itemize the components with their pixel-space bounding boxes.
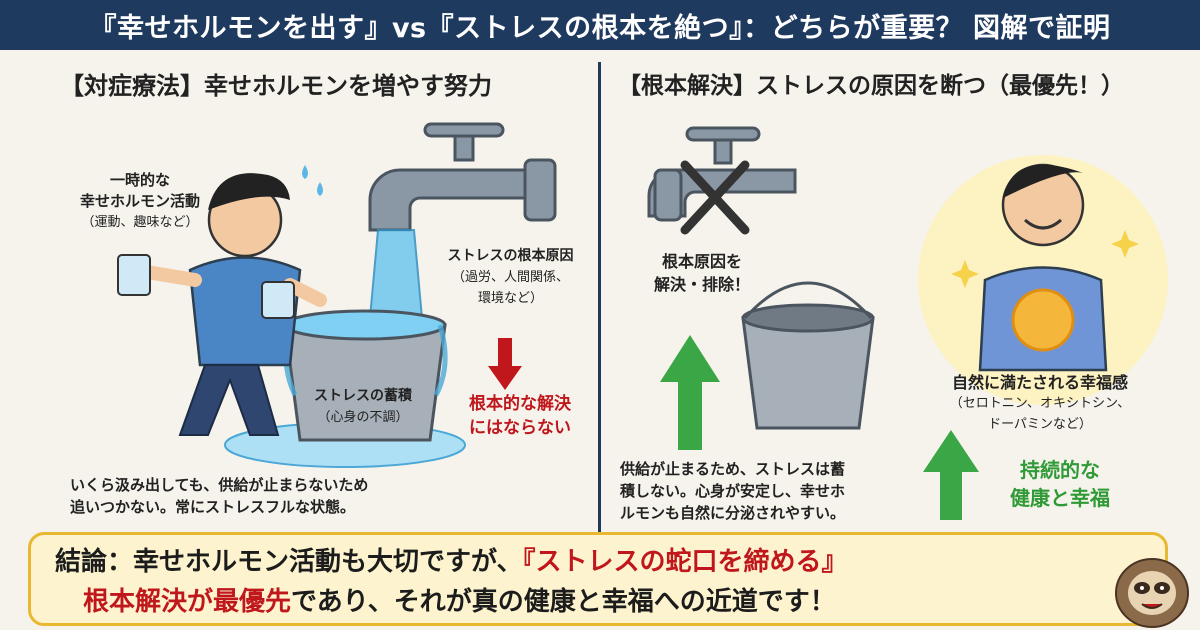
root-cause-label: ストレスの根本原因 （過労、人間関係、 環境など） — [447, 248, 574, 306]
happy-person-icon — [978, 163, 1108, 372]
temp-activity-label: 一時的な 幸せホルモン活動 （運動、趣味など） — [79, 171, 200, 230]
left-body-text: いくら汲み出しても、供給が止まらないため 追いつかない。常にストレスフルな状態。 — [70, 476, 369, 516]
up-arrow-icon — [660, 335, 720, 450]
cross-mark-icon — [680, 160, 750, 235]
up-arrow-icon — [923, 430, 979, 520]
cup-icon — [261, 281, 295, 319]
sweat-drop-icon — [317, 182, 323, 196]
cup-icon — [117, 254, 151, 296]
conclusion-line-1: 結論：幸せホルモン活動も大切ですが、『ストレスの蛇口を締める』 — [55, 547, 848, 577]
page-title: 『幸せホルモンを出す』vs『ストレスの根本を絶つ』：どちらが重要？ 図解で証明 — [0, 0, 1200, 50]
stress-accumulation-label: ストレスの蓄積 （心身の不調） — [314, 388, 412, 425]
not-solution-label: 根本的な解決 にはならない — [469, 394, 571, 438]
faucet-icon — [647, 126, 797, 222]
closed-faucet-illustration — [647, 126, 1168, 520]
sustained-wellbeing-label: 持続的な 健康と幸福 — [1010, 458, 1110, 510]
right-body-text: 供給が止まるため、ストレスは蓄 積しない。心身が安定し、幸せホ ルモンも自然に分… — [620, 460, 846, 522]
down-arrow-icon — [488, 338, 522, 390]
faucet-overflow-illustration — [117, 122, 557, 468]
right-panel-title: 【根本解決】ストレスの原因を断つ（最優先！） — [618, 73, 1124, 99]
panel-divider — [598, 62, 601, 532]
conclusion-box: 結論：幸せホルモン活動も大切ですが、『ストレスの蛇口を締める』 根本解決が最優先… — [28, 532, 1168, 626]
left-panel-title: 【対症療法】幸せホルモンを増やす努力 — [60, 72, 492, 100]
sloth-mascot-icon — [1115, 558, 1189, 628]
faucet-icon — [368, 122, 557, 232]
sparkle-icon — [951, 260, 979, 288]
eliminate-label: 根本原因を 解決・排除！ — [653, 252, 750, 294]
happiness-label: 自然に満たされる幸福感 （セロトニン、オキシトシン、 ドーパミンなど） — [949, 373, 1131, 432]
conclusion-line-2: 根本解決が最優先であり、それが真の健康と幸福への近道です！ — [83, 587, 836, 617]
bucket-icon — [741, 281, 875, 430]
sweat-drop-icon — [302, 165, 308, 179]
sparkle-icon — [1111, 230, 1139, 258]
